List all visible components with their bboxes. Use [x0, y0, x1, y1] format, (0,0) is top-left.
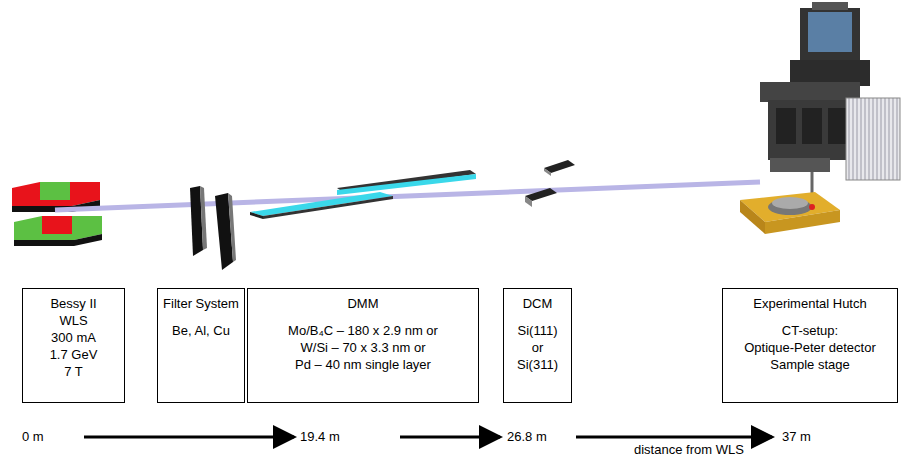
box-line: W/Si – 70 x 3.3 nm or: [301, 339, 426, 356]
box-line: WLS: [59, 312, 87, 329]
box-line: Pd – 40 nm single layer: [295, 356, 431, 373]
box-line: Si(111): [518, 322, 558, 339]
box-line: Mo/B₄C – 180 x 2.9 nm or: [288, 322, 438, 339]
stage-box: Filter SystemBe, Al, Cu: [157, 288, 245, 403]
wls-magnet: [12, 182, 102, 246]
box-line: Sample stage: [770, 356, 850, 373]
box-heading: Filter System: [163, 295, 239, 312]
multilayer-mirrors: [250, 170, 476, 219]
ct-detector: [760, 2, 900, 205]
stage-box: Bessy IIWLS300 mA1.7 GeV7 T: [22, 288, 125, 403]
box-line: 7 T: [64, 363, 83, 380]
box-heading: Bessy II: [50, 295, 96, 312]
stage-box: DMM Mo/B₄C – 180 x 2.9 nm orW/Si – 70 x 3…: [247, 288, 479, 403]
box-line: or: [532, 339, 544, 356]
box-line: Be, Al, Cu: [172, 322, 230, 339]
stage-box: DCM Si(111)orSi(311): [503, 288, 572, 403]
box-heading: DCM: [523, 295, 553, 312]
distance-label: 37 m: [780, 429, 813, 445]
axis-caption: distance from WLS: [632, 442, 746, 458]
monochromator-crystals: [525, 160, 575, 207]
distance-label: 26.8 m: [505, 429, 549, 445]
box-line: CT-setup:: [782, 322, 838, 339]
stage-box: Experimental HutchCT-setup:Optique-Peter…: [722, 288, 898, 403]
distance-label: 0 m: [20, 429, 46, 445]
box-line: 1.7 GeV: [50, 346, 98, 363]
box-line: 300 mA: [51, 329, 96, 346]
box-heading: Experimental Hutch: [753, 295, 866, 312]
distance-label: 19.4 m: [298, 429, 342, 445]
distance-arrows: [84, 437, 772, 438]
sample-stage: [740, 192, 840, 234]
box-heading: DMM: [347, 295, 378, 312]
filter-plates: [190, 186, 236, 270]
box-line: Optique-Peter detector: [744, 339, 876, 356]
box-line: Si(311): [517, 356, 558, 373]
